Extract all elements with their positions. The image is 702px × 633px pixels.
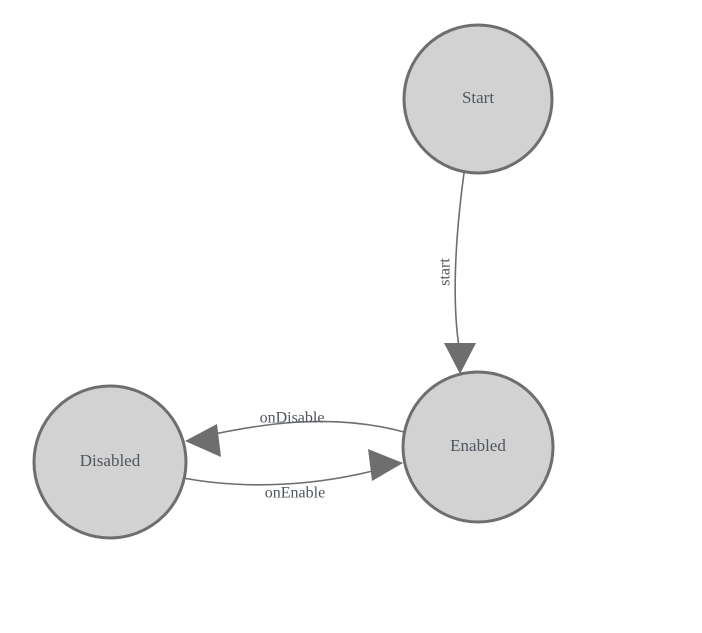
node-disabled-label: Disabled <box>80 451 141 470</box>
node-start[interactable]: Start <box>402 23 554 175</box>
node-disabled-circle <box>32 384 188 540</box>
arrowhead-into-enabled-top <box>444 343 476 374</box>
arrowhead-into-enabled-left <box>368 449 403 481</box>
edge-enabled-to-disabled-line <box>195 420 405 439</box>
node-enabled-circle <box>401 370 555 524</box>
node-enabled[interactable]: Enabled <box>401 370 555 524</box>
edge-label-onenable: onEnable <box>265 485 325 502</box>
node-start-circle <box>402 23 554 175</box>
edge-disabled-to-enabled-line <box>177 467 385 486</box>
edge-start-to-enabled-line <box>454 172 465 348</box>
node-disabled[interactable]: Disabled <box>32 384 188 540</box>
edge-label-ondisable: onDisable <box>260 410 325 427</box>
edge-label-start: start <box>437 258 454 286</box>
node-enabled-label: Enabled <box>450 436 506 455</box>
node-start-label: Start <box>462 88 494 107</box>
edge-enabled-to-disabled[interactable] <box>185 420 405 457</box>
arrowhead-into-disabled <box>185 424 221 457</box>
edge-start-to-enabled[interactable] <box>444 172 476 374</box>
edge-disabled-to-enabled[interactable] <box>177 449 403 486</box>
